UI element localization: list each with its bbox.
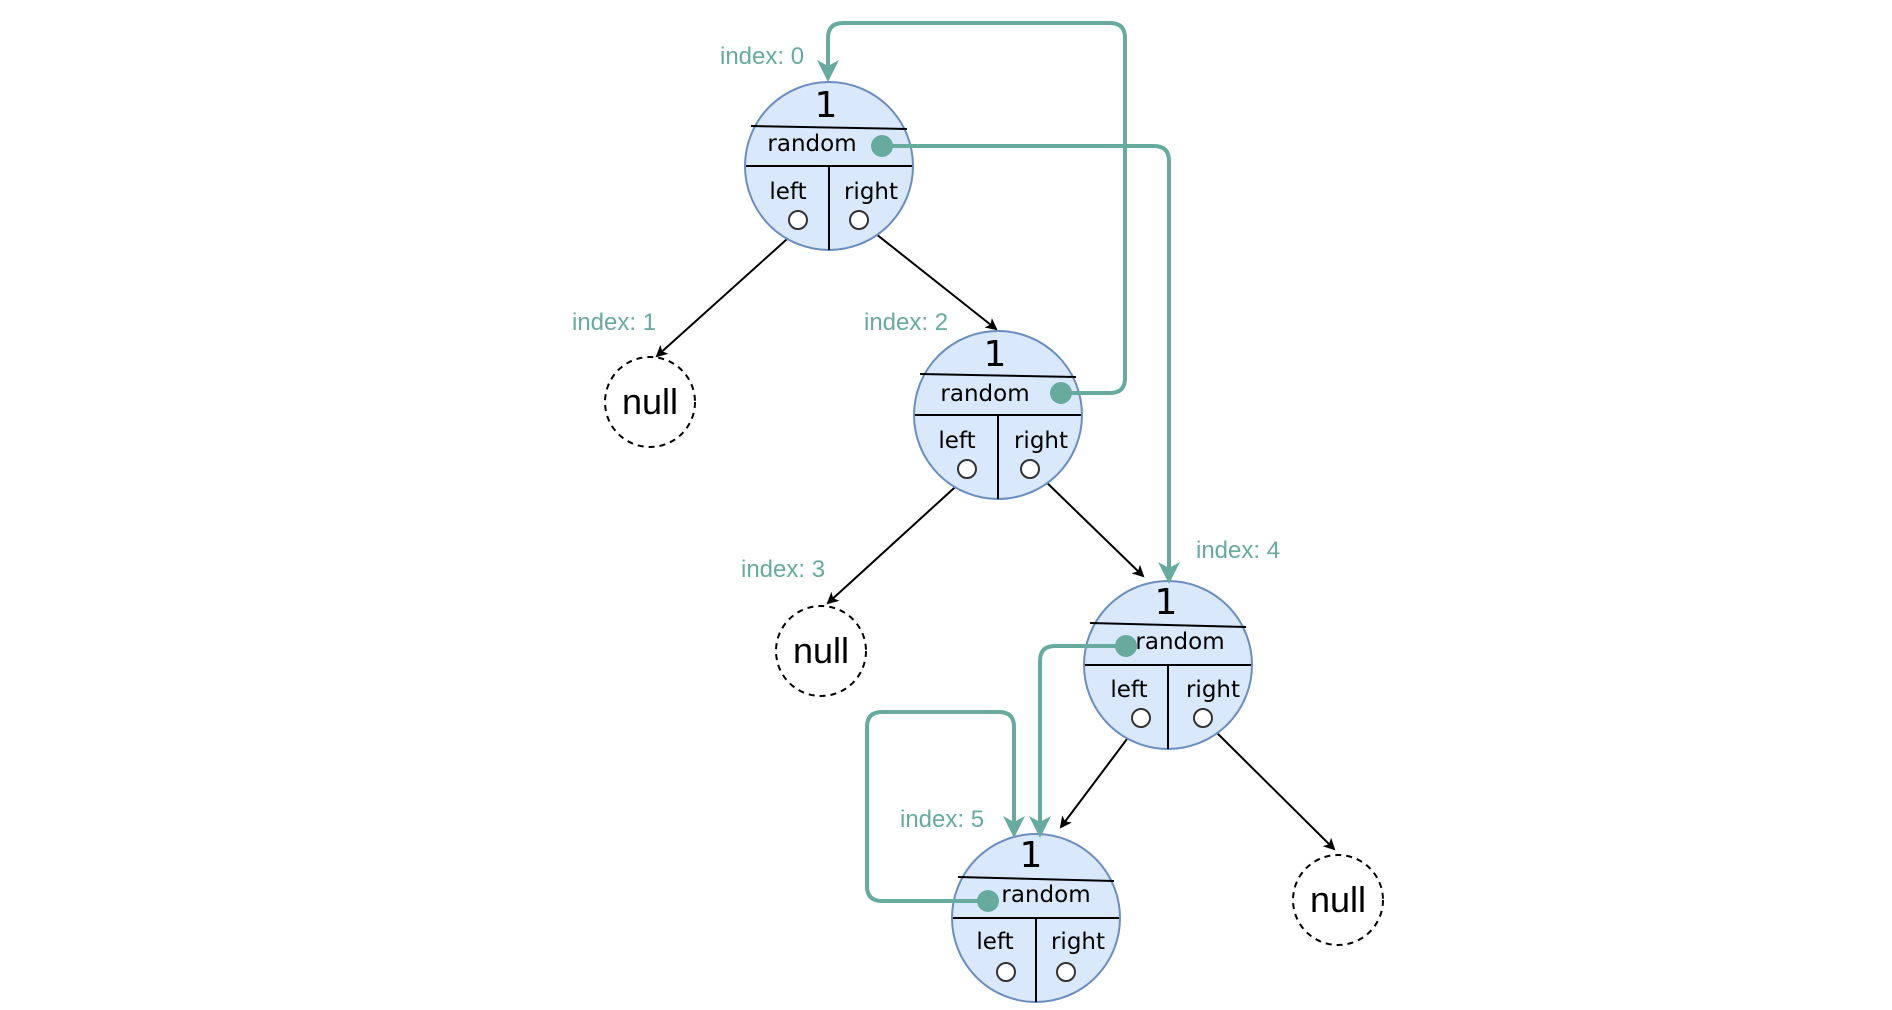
null-node-text: null — [793, 630, 849, 671]
left-label: left — [769, 179, 806, 205]
random-label: random — [940, 381, 1029, 407]
tree-node-index-5: 1 random left right index: 5 — [900, 806, 1121, 1003]
null-node-text: null — [1310, 879, 1366, 920]
random-pointers — [817, 21, 1180, 912]
left-pointer-dot — [957, 459, 977, 479]
right-pointer-dot — [1056, 962, 1076, 982]
node-divider — [750, 125, 908, 130]
right-label: right — [844, 179, 898, 205]
node-divider — [919, 373, 1077, 378]
right-pointer-dot — [1193, 708, 1213, 728]
random-pointer-dot — [977, 890, 999, 912]
left-label: left — [1110, 677, 1147, 703]
random-label: random — [1135, 629, 1224, 655]
null-node-index-label: index: 3 — [741, 556, 825, 583]
null-node: null index: 1 — [572, 309, 696, 448]
node-index-label: index: 2 — [864, 309, 948, 336]
right-pointer-dot — [1020, 459, 1040, 479]
null-node-index-label: index: 1 — [572, 309, 656, 336]
null-node: null — [1292, 854, 1384, 946]
edge-node0-right-to-node2 — [870, 229, 998, 331]
node-divider — [1089, 622, 1247, 628]
null-node: null index: 3 — [741, 556, 867, 697]
node-index-label: index: 0 — [720, 43, 804, 70]
right-pointer-dot — [849, 210, 869, 230]
right-label: right — [1186, 677, 1240, 703]
node-value: 1 — [1020, 835, 1043, 876]
node-index-label: index: 4 — [1196, 537, 1280, 564]
edge-node4-right-to-null — [1210, 726, 1336, 851]
left-label: left — [938, 428, 975, 454]
random-pointer-dot — [871, 135, 893, 157]
null-node-text: null — [622, 381, 678, 422]
node-index-label: index: 5 — [900, 806, 984, 833]
edge-node2-left-to-null3 — [826, 478, 965, 605]
random-edge-node0-to-node4 — [882, 144, 1180, 584]
tree-node-index-2: 1 random left right index: 2 — [864, 309, 1083, 500]
random-edge-node5-to-self — [865, 710, 1025, 903]
child-edges — [655, 229, 1336, 851]
left-pointer-dot — [788, 210, 808, 230]
right-label: right — [1051, 929, 1105, 955]
null-node-circle — [1292, 854, 1384, 946]
node-value: 1 — [984, 334, 1007, 375]
null-node-circle — [604, 356, 696, 448]
random-pointer-dot — [1115, 635, 1137, 657]
edge-node2-right-to-node4 — [1040, 476, 1145, 578]
right-label: right — [1014, 428, 1068, 454]
random-label: random — [767, 131, 856, 157]
random-label: random — [1001, 882, 1090, 908]
random-pointer-dot — [1050, 382, 1072, 404]
random-edge-node4-to-node5 — [1029, 644, 1126, 838]
random-edge-node2-to-node0 — [817, 21, 1127, 395]
left-pointer-dot — [1131, 708, 1151, 728]
tree-node-index-0: 1 random left right index: 0 — [720, 43, 914, 251]
node-value: 1 — [815, 85, 838, 126]
edge-node0-left-to-null1 — [655, 230, 797, 358]
left-label: left — [976, 929, 1013, 955]
left-pointer-dot — [996, 962, 1016, 982]
edge-node4-left-to-node5 — [1059, 726, 1137, 829]
tree-node-index-4: 1 random left right index: 4 — [1083, 537, 1280, 750]
null-node-circle — [775, 605, 867, 697]
node-value: 1 — [1155, 582, 1178, 623]
node-divider — [957, 876, 1115, 882]
